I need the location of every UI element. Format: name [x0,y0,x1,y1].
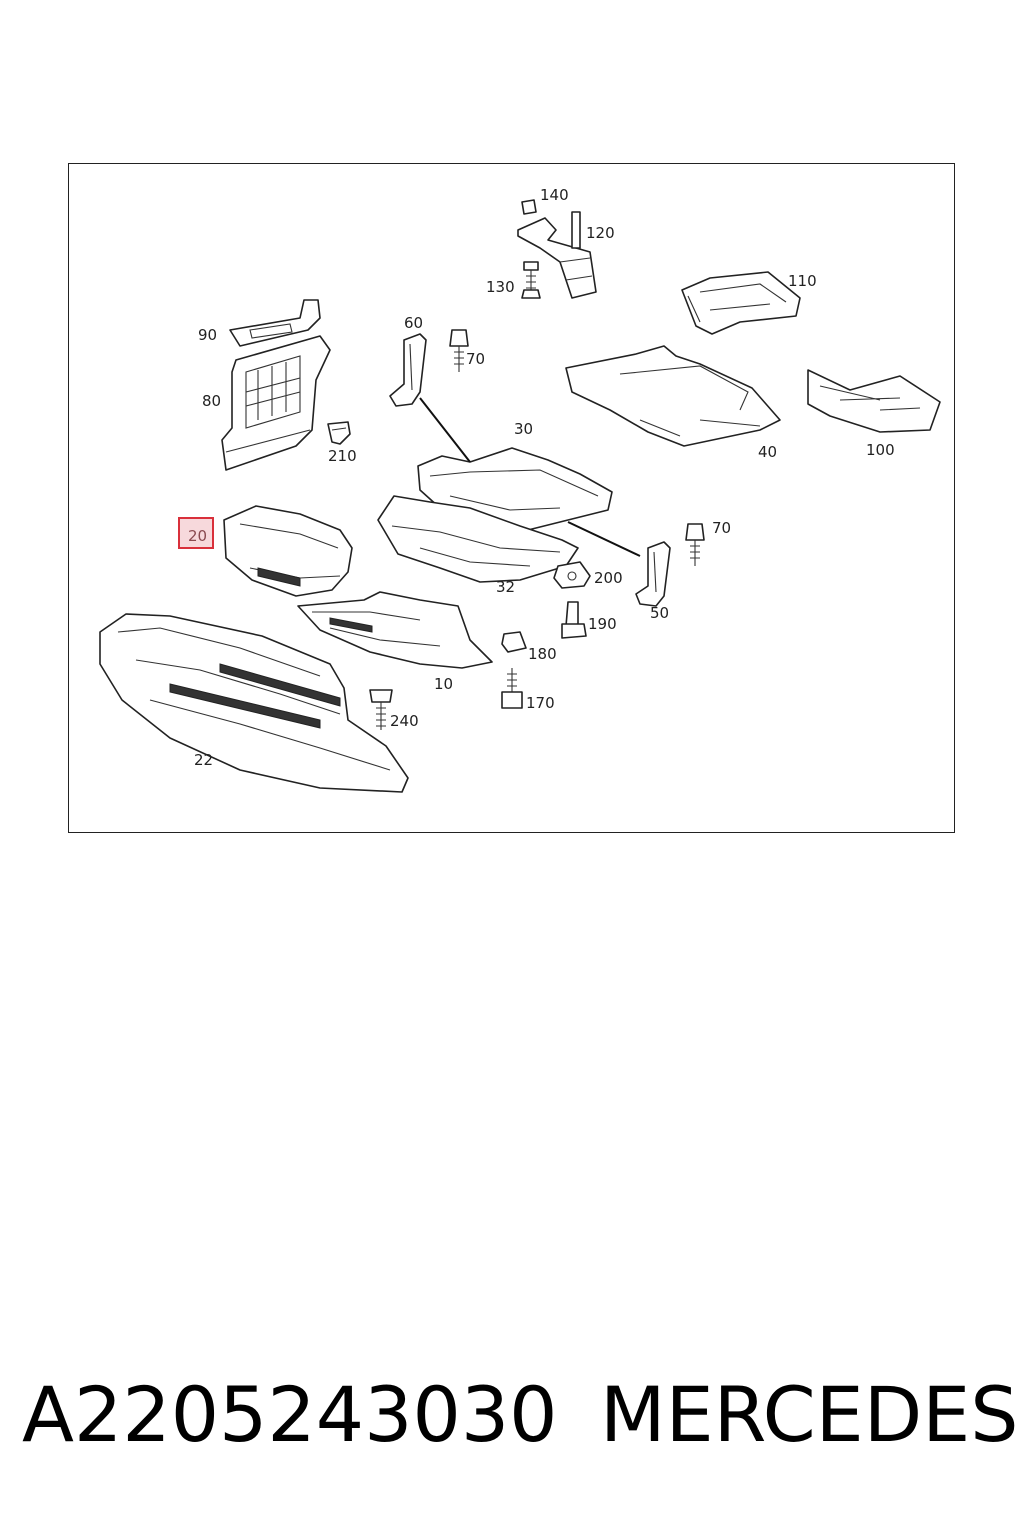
leader-60-to-30 [419,397,471,463]
callout-90: 90 [198,326,217,344]
part-50-bracket [635,541,671,607]
part-180-nut [501,631,527,653]
callout-30: 30 [514,420,533,438]
part-32-shield [377,495,579,583]
callout-50: 50 [650,604,669,622]
part-80-panel [221,335,331,471]
part-number: A2205243030 [22,1370,558,1459]
part-210-clip [327,421,351,445]
callout-80: 80 [202,392,221,410]
part-20-shield [223,505,353,597]
callout-140: 140 [540,186,569,204]
part-10-shield [297,591,493,669]
callout-20: 20 [188,527,207,545]
callout-190: 190 [588,615,617,633]
highlight-box-20 [178,517,214,549]
leader-50-to-32 [567,521,641,557]
callout-170: 170 [526,694,555,712]
part-120-bracket [517,199,597,299]
callout-40: 40 [758,443,777,461]
callout-240: 240 [390,712,419,730]
part-100-cover [807,369,941,433]
callout-210: 210 [328,447,357,465]
part-110-cover [681,271,801,335]
callout-100: 100 [866,441,895,459]
part-70-screw-right [685,523,705,566]
callout-70-right: 70 [712,519,731,537]
part-60-bracket [389,333,427,407]
part-240-screw [369,689,393,730]
callout-200: 200 [594,569,623,587]
callout-10: 10 [434,675,453,693]
part-40-panel [565,345,781,447]
callout-22: 22 [194,751,213,769]
part-90-bracket [229,299,321,347]
exploded-parts-diagram: 140 120 130 110 90 60 70 80 210 30 40 10… [99,186,941,793]
callout-120: 120 [586,224,615,242]
part-170-screw [501,668,523,709]
diagram-frame [68,163,955,833]
footer: A2205243030 MERCEDES [22,1370,1018,1470]
part-190-bolt [561,601,587,639]
callout-60: 60 [404,314,423,332]
part-130-screw [521,261,541,299]
callout-180: 180 [528,645,557,663]
callout-32: 32 [496,578,515,596]
callout-110: 110 [788,272,817,290]
part-22-shield [99,613,409,793]
part-70-screw-top [449,329,469,372]
callout-70-top: 70 [466,350,485,368]
brand-name: MERCEDES [600,1370,1019,1459]
part-200-clip [553,561,591,589]
callout-130: 130 [486,278,515,296]
